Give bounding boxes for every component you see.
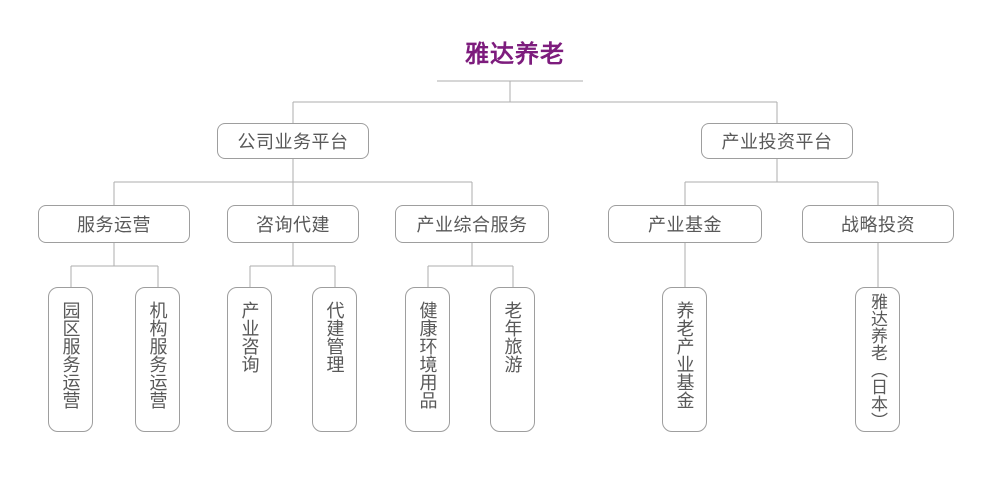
node-label: 雅达养老（日本） [868, 293, 887, 429]
node-label: 机构服务运营 [147, 301, 168, 409]
node-industry-consulting: 产业咨询 [227, 287, 272, 432]
node-label: 产业咨询 [239, 301, 260, 373]
node-agent-construction-management: 代建管理 [312, 287, 357, 432]
node-yada-elderly-care-japan: 雅达养老（日本） [855, 287, 900, 432]
node-label: 战略投资 [841, 215, 915, 235]
node-service-operation: 服务运营 [38, 205, 190, 243]
node-label: 代建管理 [324, 301, 345, 373]
node-label: 公司业务平台 [237, 132, 349, 152]
chart-title: 雅达养老 [465, 41, 565, 68]
node-label: 产业投资平台 [721, 132, 833, 152]
node-label: 服务运营 [77, 215, 151, 235]
node-label: 老年旅游 [502, 301, 523, 373]
node-elderly-tourism: 老年旅游 [490, 287, 535, 432]
node-institution-service-operation: 机构服务运营 [135, 287, 180, 432]
node-label: 园区服务运营 [60, 301, 81, 409]
node-label: 养老产业基金 [674, 301, 695, 409]
node-strategic-investment: 战略投资 [802, 205, 954, 243]
node-label: 健康环境用品 [417, 301, 438, 409]
node-consulting-agent-construction: 咨询代建 [227, 205, 359, 243]
node-label: 产业综合服务 [416, 215, 528, 235]
node-corporate-business-platform: 公司业务平台 [217, 123, 369, 159]
node-elderly-care-industry-fund: 养老产业基金 [662, 287, 707, 432]
node-park-service-operation: 园区服务运营 [48, 287, 93, 432]
node-industry-comprehensive-services: 产业综合服务 [395, 205, 549, 243]
node-industry-fund: 产业基金 [608, 205, 762, 243]
node-healthy-environment-products: 健康环境用品 [405, 287, 450, 432]
node-label: 产业基金 [648, 215, 722, 235]
node-label: 咨询代建 [256, 215, 330, 235]
node-industry-investment-platform: 产业投资平台 [701, 123, 853, 159]
